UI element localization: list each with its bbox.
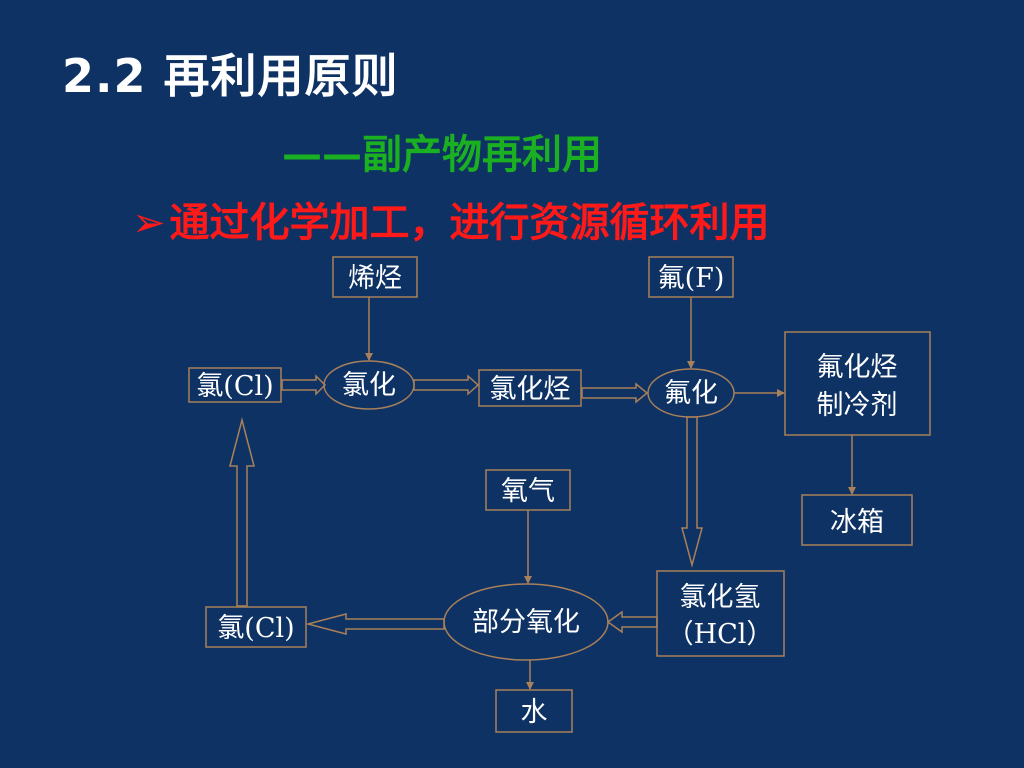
olefin-label: 烯烃 — [348, 263, 402, 294]
fluorination-node: 氟化 — [647, 368, 735, 418]
double-arrow-oxidation-to-chlorine — [305, 613, 445, 635]
chlorinated-hydrocarbon-node: 氯化烃 — [478, 369, 582, 407]
partial-oxidation-node: 部分氧化 — [443, 583, 609, 661]
refrigerant-label-line1: 氟化烃 — [817, 352, 898, 383]
partial-oxidation-label: 部分氧化 — [472, 607, 580, 638]
fluorination-label: 氟化 — [664, 378, 718, 409]
double-arrow-cl-to-chlorination — [281, 374, 327, 396]
hcl-label-line2: （HCl） — [667, 619, 774, 650]
fluorine-label: 氟(F) — [658, 263, 725, 294]
chlorine-top-node: 氯(Cl) — [188, 367, 282, 403]
double-arrow-fluorination-to-hcl — [681, 416, 703, 568]
fridge-label: 冰箱 — [830, 507, 884, 538]
chlorine-bottom-label: 氯(Cl) — [217, 613, 294, 644]
oxygen-label: 氧气 — [501, 476, 555, 507]
fridge-node: 冰箱 — [801, 494, 913, 546]
double-arrow-chlorination-to-hydrocarbon — [413, 374, 480, 396]
refrigerant-label-line2: 制冷剂 — [817, 390, 898, 421]
arrow-bullet-icon: ➢ — [132, 200, 166, 246]
slide-subtitle: ——副产物再利用 — [282, 132, 602, 178]
refrigerant-node: 氟化烃 制冷剂 — [784, 331, 931, 436]
slide-title: 2.2 再利用原则 — [62, 49, 399, 103]
hcl-node: 氯化氢 （HCl） — [656, 570, 785, 657]
water-node: 水 — [495, 689, 573, 733]
water-label: 水 — [521, 697, 548, 728]
bullet-line: ➢通过化学加工，进行资源循环利用 — [132, 190, 770, 248]
chlorinated-hydrocarbon-label: 氯化烃 — [490, 374, 571, 405]
double-arrow-hydrocarbon-to-fluorination — [581, 382, 649, 404]
double-arrow-chlorine-recycle-up — [229, 417, 255, 607]
chlorine-top-label: 氯(Cl) — [196, 371, 273, 402]
oxygen-node: 氧气 — [485, 469, 571, 511]
hcl-label-line1: 氯化氢 — [680, 582, 761, 613]
chlorination-label: 氯化 — [342, 370, 396, 401]
chlorination-node: 氯化 — [323, 360, 415, 410]
olefin-node: 烯烃 — [332, 256, 418, 298]
double-arrow-hcl-to-oxidation — [606, 610, 658, 634]
bullet-text: 通过化学加工，进行资源循环利用 — [169, 200, 770, 246]
chlorine-bottom-node: 氯(Cl) — [205, 606, 307, 648]
fluorine-node: 氟(F) — [648, 256, 734, 298]
